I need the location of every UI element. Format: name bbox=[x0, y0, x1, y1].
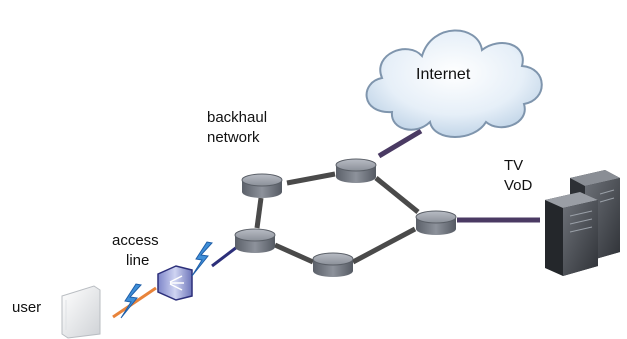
vod-label: VoD bbox=[504, 177, 533, 194]
link-internet-router bbox=[377, 128, 423, 159]
link-backhaul-bottom bbox=[273, 242, 315, 265]
modem-icon bbox=[61, 285, 101, 339]
access-line-label-line1: access bbox=[112, 232, 159, 249]
links bbox=[112, 128, 540, 319]
link-backhaul-left bbox=[254, 197, 264, 229]
access-line-link bbox=[112, 286, 157, 319]
cloud-icon bbox=[365, 29, 543, 138]
tv-label: TV bbox=[504, 157, 524, 174]
router-icon bbox=[241, 173, 283, 198]
backhaul-label-line2: network bbox=[207, 129, 260, 146]
link-dslam-backhaul bbox=[211, 245, 238, 268]
lightning-icon bbox=[120, 283, 142, 319]
router-icon bbox=[234, 228, 276, 253]
user-label: user bbox=[12, 299, 42, 316]
router-icon bbox=[335, 158, 377, 183]
link-backhaul-right bbox=[351, 226, 417, 265]
link-backhaul-topright bbox=[374, 176, 420, 214]
link-backhaul-top bbox=[286, 171, 336, 186]
server-icon bbox=[545, 170, 620, 276]
router-icon bbox=[415, 210, 457, 235]
dslam-icon bbox=[157, 265, 193, 301]
access-line-label-line2: line bbox=[126, 252, 150, 269]
backhaul-routers bbox=[234, 158, 457, 277]
router-icon bbox=[312, 252, 354, 277]
backhaul-label-line1: backhaul bbox=[207, 109, 268, 126]
internet-label: Internet bbox=[416, 66, 471, 83]
lightning-icon bbox=[191, 241, 213, 277]
